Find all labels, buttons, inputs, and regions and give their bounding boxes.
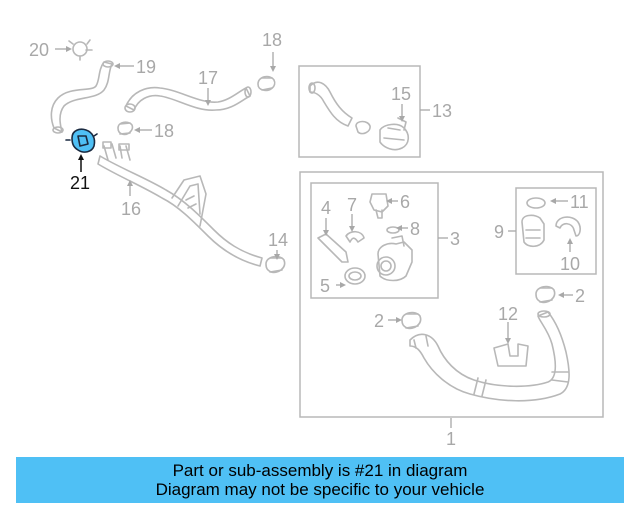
banner-line-2: Diagram may not be specific to your vehi…: [155, 480, 485, 499]
callout-9[interactable]: 9: [494, 222, 504, 242]
callout-11[interactable]: 11: [570, 192, 589, 212]
fitting-part-9[interactable]: [521, 214, 545, 248]
clamp-part-18-upper[interactable]: [257, 75, 276, 92]
callout-2-right[interactable]: 2: [575, 286, 585, 306]
callout-10[interactable]: 10: [560, 254, 580, 274]
clamp-part-2-right[interactable]: [535, 285, 556, 304]
callout-7[interactable]: 7: [347, 195, 357, 215]
valve-part-15[interactable]: [379, 117, 410, 151]
clamp-part-18-lower[interactable]: [117, 121, 134, 136]
clamp-part-20[interactable]: [68, 39, 93, 61]
group-box-3: [310, 182, 439, 299]
callout-19[interactable]: 19: [136, 57, 156, 77]
callout-5[interactable]: 5: [320, 276, 330, 296]
callout-1[interactable]: 1: [446, 429, 456, 449]
clamp-part-2-left[interactable]: [401, 311, 422, 330]
pipe-part-16[interactable]: [97, 141, 263, 267]
clamp-group-13[interactable]: [355, 120, 371, 135]
housing-part-3[interactable]: [376, 235, 413, 282]
callout-18-lower[interactable]: 18: [154, 121, 174, 141]
callout-15[interactable]: 15: [391, 84, 411, 104]
hose-part-17[interactable]: [125, 86, 251, 111]
callout-20[interactable]: 20: [29, 40, 49, 60]
clip-part-10[interactable]: [555, 216, 581, 237]
callout-4[interactable]: 4: [321, 198, 331, 218]
group-box-13: [298, 65, 421, 158]
hose-part-1[interactable]: [409, 310, 570, 402]
clip-part-7[interactable]: [345, 230, 365, 243]
group-box-1: [299, 171, 604, 418]
callout-8[interactable]: 8: [410, 219, 420, 239]
callout-6[interactable]: 6: [400, 192, 410, 212]
callout-2-left[interactable]: 2: [374, 311, 384, 331]
callout-13[interactable]: 13: [432, 101, 452, 121]
callout-12[interactable]: 12: [498, 304, 518, 324]
info-banner: Part or sub-assembly is #21 in diagram D…: [16, 457, 624, 503]
callout-18-upper[interactable]: 18: [262, 30, 282, 50]
hose-part-13[interactable]: [308, 81, 353, 127]
o-ring-part-8[interactable]: [386, 226, 400, 234]
callout-16[interactable]: 16: [121, 199, 141, 219]
sensor-part-6[interactable]: [369, 193, 389, 219]
callout-17[interactable]: 17: [198, 68, 218, 88]
banner-line-1: Part or sub-assembly is #21 in diagram: [172, 461, 468, 480]
bracket-part-12[interactable]: [493, 343, 529, 367]
seal-part-5[interactable]: [344, 267, 366, 285]
o-ring-part-11[interactable]: [526, 197, 546, 209]
callout-3[interactable]: 3: [450, 229, 460, 249]
clamp-part-21[interactable]: [65, 128, 98, 153]
hose-part-19[interactable]: [50, 61, 113, 133]
clamp-part-14[interactable]: [265, 255, 286, 274]
callout-21[interactable]: 21: [70, 173, 90, 193]
clip-part-4[interactable]: [317, 233, 349, 263]
callout-14[interactable]: 14: [268, 230, 288, 250]
